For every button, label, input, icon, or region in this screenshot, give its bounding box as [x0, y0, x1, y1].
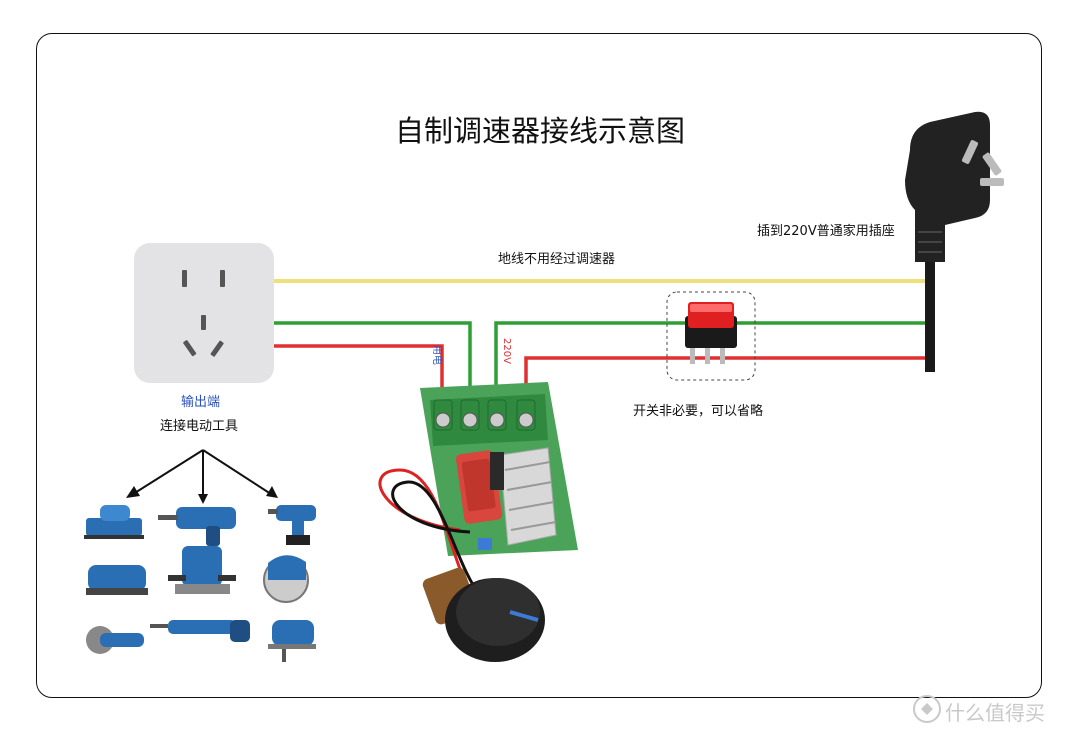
red-wire-output	[274, 344, 444, 400]
ground-wire-note: 地线不用经过调速器	[498, 252, 616, 267]
power-plug	[905, 111, 1004, 372]
wires	[274, 279, 930, 400]
sander-icon	[86, 565, 148, 595]
speed-controller-board	[420, 382, 578, 556]
cordless-drill-icon	[268, 505, 316, 545]
terminal-label-load: 用电	[431, 345, 442, 365]
reciprocating-saw-icon	[150, 620, 250, 642]
output-sublabel: 连接电动工具	[160, 419, 239, 434]
terminal-label-mains: 220V	[501, 338, 512, 364]
angle-grinder-icon	[86, 626, 144, 654]
page-title: 自制调速器接线示意图	[395, 114, 686, 148]
green-wire-output	[274, 321, 472, 400]
potentiometer	[422, 567, 545, 662]
diagram-frame	[36, 33, 1042, 698]
rotary-hammer-icon	[158, 507, 236, 546]
pot-wire-black	[391, 480, 482, 596]
jigsaw-icon	[268, 620, 316, 662]
green-wire-mains	[494, 321, 930, 400]
planer-icon	[84, 505, 144, 539]
router-icon	[168, 546, 236, 594]
plug-note: 插到220V普通家用插座	[757, 224, 895, 239]
watermark-text: 什么值得买	[945, 701, 1045, 725]
output-socket	[134, 243, 274, 383]
rocker-switch	[666, 291, 756, 381]
circular-saw-icon	[263, 555, 309, 603]
output-label: 输出端	[181, 395, 221, 410]
watermark-logo	[913, 695, 941, 723]
tool-arrows	[129, 449, 275, 497]
red-wire-mains	[524, 356, 930, 400]
switch-note: 开关非必要，可以省略	[633, 404, 764, 419]
